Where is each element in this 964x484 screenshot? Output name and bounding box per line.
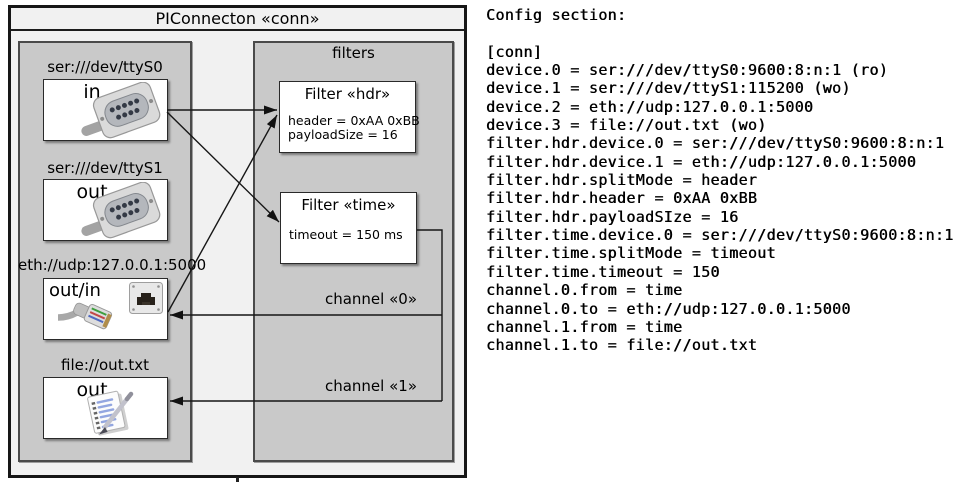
config-line: filter.time.timeout = 150 [486, 262, 720, 281]
filters-panel-title: filters [332, 44, 375, 62]
ethernet-jack-icon [129, 282, 163, 314]
device-box-ttys0: in [43, 79, 168, 141]
config-line: filter.hdr.header = 0xAA 0xBB [486, 189, 758, 208]
config-line: device.0 = ser:///dev/ttyS0:9600:8:n:1 (… [486, 61, 889, 80]
device-direction: in [83, 81, 101, 103]
diagram-title: PIConnecton «conn» [155, 9, 320, 28]
config-line: filter.hdr.payloadSIze = 16 [486, 207, 739, 226]
channel-1-label: channel «1» [324, 377, 417, 395]
config-line: device.2 = eth://udp:127.0.0.1:5000 [486, 97, 814, 116]
config-section: Config section: [conn] device.0 = ser://… [486, 6, 964, 355]
title-separator [11, 29, 464, 31]
filter-box-time: Filter «time» timeout = 150 ms [280, 192, 417, 264]
filter-time-title: Filter «time» [301, 196, 396, 214]
config-line: channel.1.from = time [486, 317, 683, 336]
serial-connector-icon [81, 82, 161, 139]
bottom-notch [236, 477, 239, 482]
filter-box-hdr: Filter «hdr» header = 0xAA 0xBB payloadS… [279, 81, 420, 153]
notepad-icon [87, 390, 134, 436]
config-line: device.3 = file://out.txt (wo) [486, 116, 767, 135]
config-line: filter.hdr.device.1 = eth://udp:127.0.0.… [486, 152, 917, 171]
device-label-ttys1: ser:///dev/ttyS1 [47, 159, 163, 177]
device-box-eth: out/in [43, 278, 168, 340]
device-box-ttys1: out [43, 179, 168, 241]
filter-hdr-title: Filter «hdr» [304, 85, 391, 103]
config-blank-line [486, 24, 964, 42]
device-box-file: out [43, 377, 168, 439]
config-line: [conn] [486, 42, 543, 61]
channel-0-label: channel «0» [324, 290, 417, 308]
filter-time-attr-timeout: timeout = 150 ms [289, 227, 403, 242]
device-label-file: file://out.txt [61, 356, 149, 374]
config-line: filter.time.splitMode = timeout [486, 244, 776, 263]
filter-hdr-attr-header: header = 0xAA 0xBB [288, 113, 420, 128]
config-line: device.1 = ser:///dev/ttyS1:115200 (wo) [486, 79, 851, 98]
device-direction: out/in [49, 280, 101, 301]
config-line: filter.hdr.device.0 = ser:///dev/ttyS0:9… [486, 134, 945, 153]
config-line: channel.0.from = time [486, 281, 683, 300]
filter-hdr-attr-payload: payloadSize = 16 [288, 127, 398, 142]
serial-connector-icon [81, 182, 161, 239]
config-line: filter.time.device.0 = ser:///dev/ttyS0:… [486, 226, 954, 245]
device-label-eth: eth://udp:127.0.0.1:5000 [18, 256, 207, 274]
config-line: channel.1.to = file://out.txt [486, 336, 758, 355]
config-line: filter.hdr.splitMode = header [486, 171, 758, 190]
ethernet-cable-icon [58, 302, 113, 330]
config-line: channel.0.to = eth://udp:127.0.0.1:5000 [486, 299, 851, 318]
device-label-ttys0: ser:///dev/ttyS0 [47, 58, 163, 76]
config-heading: Config section: [486, 6, 627, 24]
